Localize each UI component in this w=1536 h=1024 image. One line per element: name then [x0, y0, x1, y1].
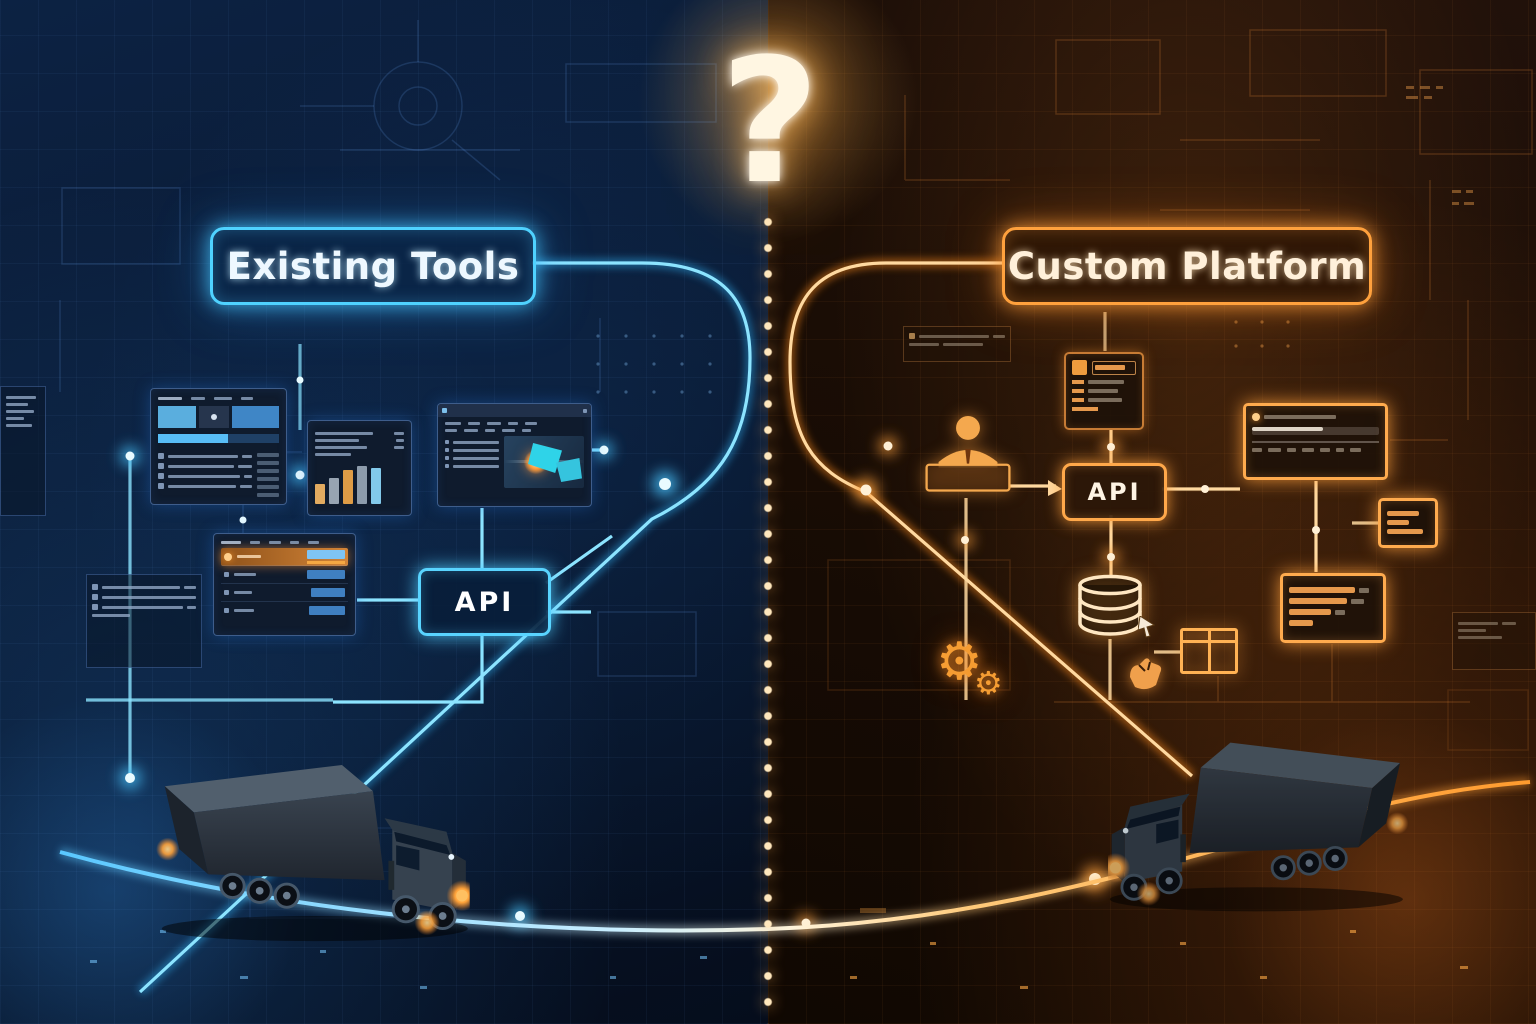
api-box-left: API [418, 568, 551, 636]
notification-panel [903, 326, 1011, 362]
mini-bar-chart [315, 464, 404, 504]
map-window-list [445, 436, 499, 488]
table-row-highlighted [221, 548, 348, 566]
chart-window [307, 420, 412, 516]
right-circuit-decor [827, 29, 1533, 751]
arrow-to-api [1048, 480, 1062, 496]
existing-tools-label-text: Existing Tools [226, 244, 520, 288]
dashboard-window [150, 388, 287, 505]
custom-platform-label: Custom Platform [1002, 227, 1372, 305]
custom-platform-label-text: Custom Platform [1007, 244, 1367, 288]
left-edge-panel [0, 386, 46, 516]
truck-left [150, 733, 470, 946]
status-card [1243, 403, 1388, 480]
api-box-left-text: API [454, 586, 515, 618]
dashboard-banner [158, 406, 279, 428]
table-grid-icon [1180, 628, 1238, 674]
dashboard-progress-bar [158, 434, 279, 443]
truck-right [1108, 712, 1414, 916]
dashboard-side-list [257, 449, 279, 501]
person-icon [925, 415, 1011, 492]
map-view [504, 436, 584, 488]
api-box-right-text: API [1087, 478, 1142, 506]
table-row [221, 602, 348, 619]
database-icon [1078, 574, 1142, 636]
question-mark: ? [720, 20, 820, 222]
status-dot-icon [1252, 413, 1260, 421]
bar-list-card [1280, 573, 1386, 643]
map-region-icon [556, 458, 582, 482]
gears-icon: ⚙⚙ [936, 632, 1003, 702]
dashboard-tabs [158, 397, 279, 400]
api-box-right: API [1062, 463, 1167, 521]
right-digit-decor [1234, 86, 1474, 348]
table-row [221, 584, 348, 602]
status-progress [1252, 427, 1379, 435]
ground-lights [90, 908, 1468, 989]
map-window [437, 403, 592, 507]
table-row [221, 566, 348, 584]
document-icon [1072, 360, 1087, 375]
left-small-panel [86, 574, 202, 668]
bottom-route-line [59, 780, 1531, 933]
blue-flow-line [86, 261, 752, 994]
map-window-titlebar [438, 404, 591, 417]
hand-icon [1130, 658, 1162, 690]
right-edge-panel [1452, 612, 1536, 670]
document-card [1064, 352, 1144, 430]
center-divider-dotted-line [761, 214, 775, 1024]
mini-list-card [1378, 498, 1438, 548]
existing-tools-label: Existing Tools [210, 227, 536, 305]
table-window [213, 533, 356, 636]
cursor-icon [1138, 616, 1156, 638]
left-dot-grid [596, 334, 712, 394]
